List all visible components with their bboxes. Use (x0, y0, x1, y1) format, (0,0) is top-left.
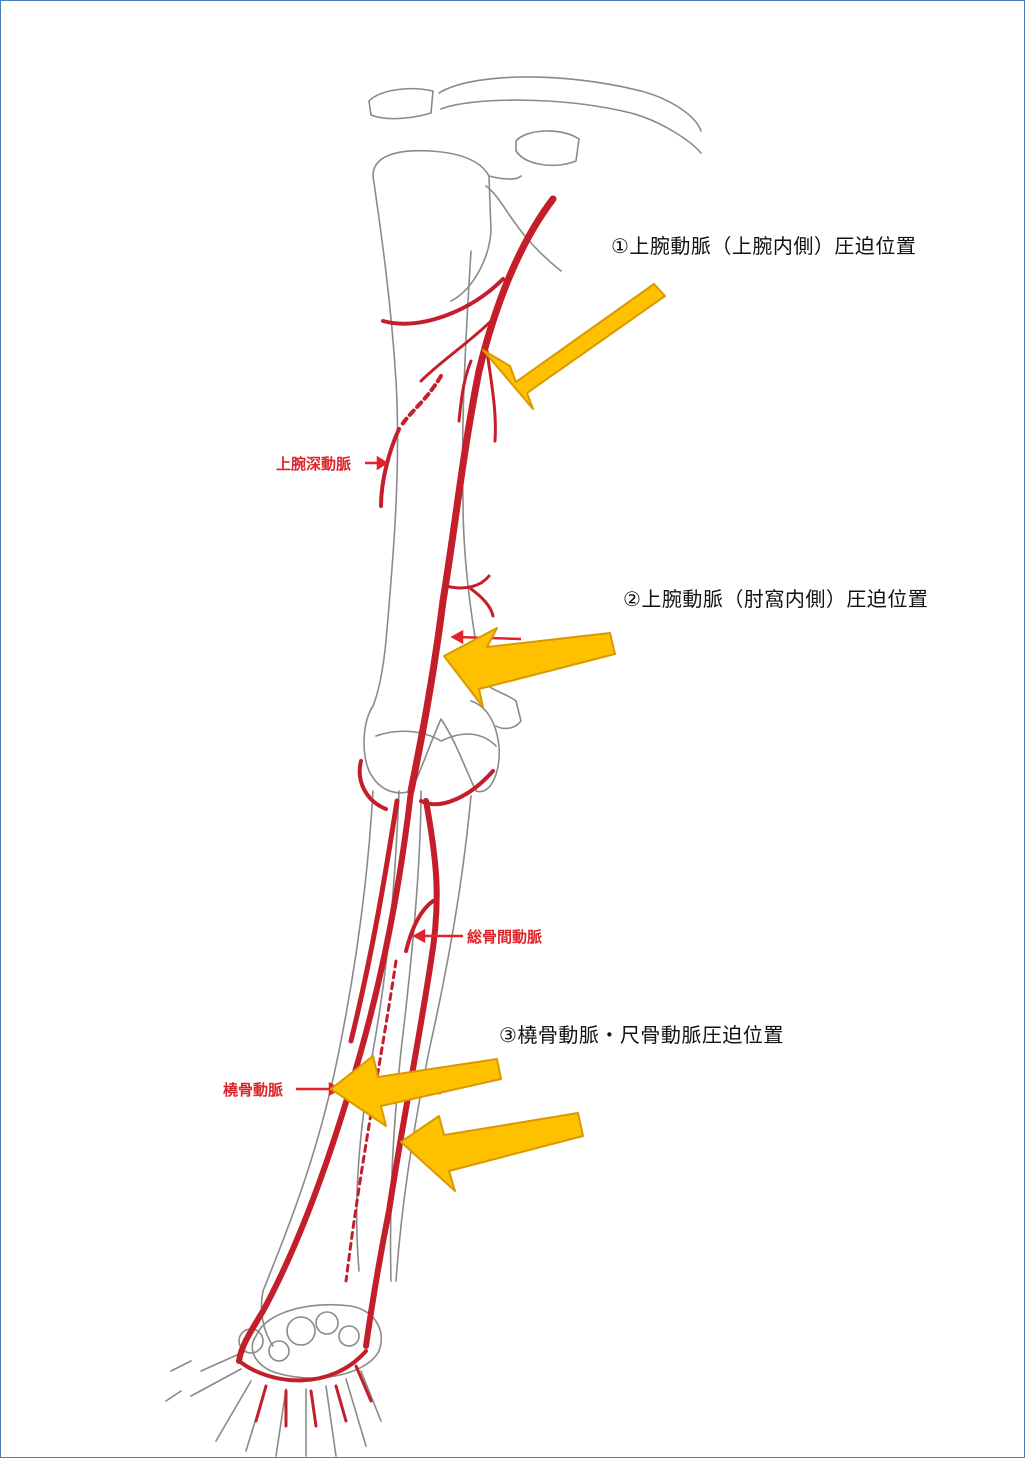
circumflex-humeral-artery (383, 279, 503, 324)
humeral-head-bone (373, 151, 491, 301)
caption-2: ②上腕動脈（肘窩内側）圧迫位置 (623, 583, 928, 612)
elbow-joint (364, 701, 499, 793)
label-common-interosseous-artery: 総骨間動脈 (467, 926, 542, 947)
compression-arrow-1 (483, 284, 665, 409)
clavicle-bone (369, 89, 433, 119)
label-deep-brachial-artery: 上腕深動脈 (276, 453, 351, 474)
caption-1: ①上腕動脈（上腕内側）圧迫位置 (611, 230, 916, 259)
deep-brachial-artery-dashed (401, 376, 441, 426)
caption-3: ③橈骨動脈・尺骨動脈圧迫位置 (499, 1019, 784, 1048)
label-radial-artery: 橈骨動脈 (223, 1079, 283, 1100)
palmar-arch (239, 1351, 366, 1380)
carpal-bones (252, 1305, 381, 1378)
compression-arrow-3-ulnar (401, 1113, 583, 1191)
coracoid-bone (516, 131, 579, 165)
compression-arrow-2 (444, 628, 615, 707)
acromion-bone (439, 77, 701, 153)
common-interosseous-artery (406, 901, 433, 951)
